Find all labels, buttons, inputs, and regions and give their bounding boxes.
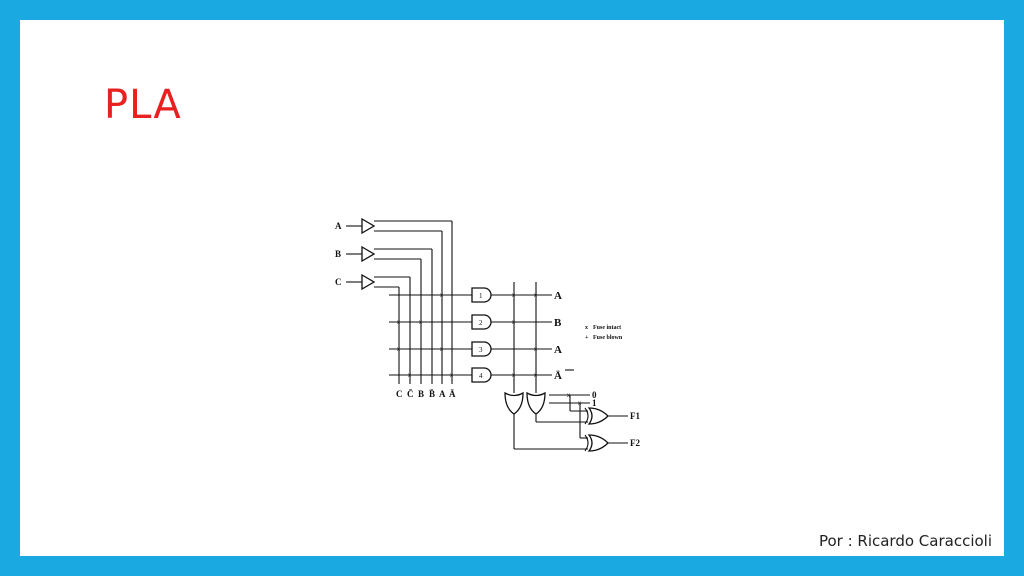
slide: PLA Por : Ricardo Caraccioli	[20, 20, 1004, 556]
input-label-c: C	[335, 277, 342, 287]
svg-text:x: x	[440, 293, 443, 299]
author-credit: Por : Ricardo Caraccioli	[818, 532, 992, 550]
legend-symbol-blown: +	[585, 335, 589, 341]
column-label-a: A	[439, 389, 446, 399]
column-label-c-bar: C̄	[407, 389, 414, 399]
input-label-a: A	[335, 221, 342, 231]
svg-text:x: x	[408, 373, 411, 379]
and-gate-label-1: 1	[479, 292, 483, 300]
and-gate-3: 3	[471, 341, 552, 357]
and-plane-rows	[389, 294, 472, 376]
or-plane-columns	[513, 282, 537, 393]
fuse-legend: x Fuse intact + Fuse blown	[585, 325, 623, 341]
input-buffer-b	[346, 245, 432, 263]
constant-label-1: 1	[592, 398, 597, 408]
input-buffer-c	[346, 273, 410, 291]
input-buffer-a	[346, 217, 452, 235]
or-gate-1	[504, 391, 588, 450]
svg-text:x: x	[512, 320, 515, 326]
constant-lines: x x	[549, 393, 590, 439]
and-plane-fuses: x x x x x x x	[397, 293, 453, 379]
legend-text-blown: Fuse blown	[593, 335, 623, 341]
svg-text:x: x	[440, 347, 443, 353]
xor-gate-f1	[584, 407, 628, 425]
column-label-c: C	[396, 389, 403, 399]
column-label-b-bar: B̄	[429, 389, 435, 399]
or-plane-fuses: x x x x x x	[512, 293, 537, 379]
and-gate-label-3: 3	[479, 346, 483, 354]
constant-label-0: 0	[592, 390, 597, 400]
and-gate-4: 4	[471, 367, 552, 383]
svg-text:x: x	[397, 347, 400, 353]
and-gate-2: 2	[471, 314, 552, 330]
and-output-label-2: B	[554, 317, 562, 329]
column-label-b: B	[418, 389, 424, 399]
and-output-label-1: A	[554, 290, 562, 302]
or-gate-2	[526, 391, 588, 423]
input-label-b: B	[335, 249, 341, 259]
output-label-f1: F1	[630, 411, 640, 421]
and-gate-1: 1	[471, 287, 552, 303]
svg-text:x: x	[578, 401, 581, 407]
and-output-label-4: Ā	[554, 370, 562, 382]
column-label-a-bar: Ā	[449, 389, 456, 399]
legend-symbol-intact: x	[585, 325, 588, 331]
slide-title: PLA	[104, 82, 182, 128]
xor-gate-f2	[584, 434, 628, 452]
legend-text-intact: Fuse intact	[593, 325, 621, 331]
svg-text:x: x	[450, 373, 453, 379]
svg-text:x: x	[512, 293, 515, 299]
output-label-f2: F2	[630, 438, 640, 448]
svg-text:x: x	[534, 347, 537, 353]
svg-text:x: x	[397, 320, 400, 326]
and-output-label-3: A	[554, 344, 562, 356]
svg-text:x: x	[567, 393, 570, 399]
svg-text:x: x	[534, 293, 537, 299]
svg-text:x: x	[419, 320, 422, 326]
input-columns	[398, 221, 453, 384]
svg-text:x: x	[512, 373, 515, 379]
and-gate-label-2: 2	[479, 319, 483, 327]
and-gate-label-4: 4	[479, 372, 483, 380]
svg-text:x: x	[534, 373, 537, 379]
